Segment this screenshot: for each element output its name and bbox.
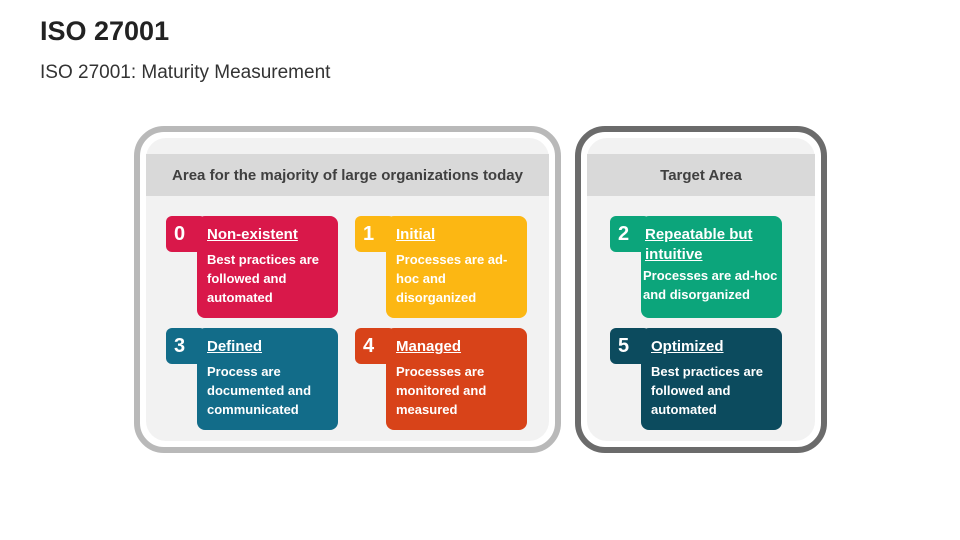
slide-title: ISO 27001 (40, 16, 170, 46)
level-description-2: Processes are ad-hoc and disorganized (643, 268, 778, 302)
level-title-2: Repeatable but intuitive (645, 226, 753, 263)
level-number-1: 1 (355, 216, 395, 252)
target-area-panel: Target Area 2 Repeatable but intuitive P… (575, 126, 827, 453)
level-number-3: 3 (166, 328, 206, 364)
maturity-card-5: 5 Optimized Best practices are followed … (610, 328, 782, 430)
level-description-0: Best practices are followed and automate… (207, 252, 320, 305)
level-description-5: Best practices are followed and automate… (651, 364, 764, 417)
target-area-header: Target Area (587, 154, 815, 196)
maturity-card-0: 0 Non-existent Best practices are follow… (166, 216, 338, 318)
current-area-panel: Area for the majority of large organizat… (134, 126, 561, 453)
level-number-5: 5 (610, 328, 650, 364)
level-title-1: Initial (396, 226, 436, 243)
level-description-4: Processes are monitored and measured (396, 364, 487, 417)
level-description-1: Processes are ad-hoc and disorganized (396, 252, 508, 305)
level-title-3: Defined (207, 338, 263, 355)
maturity-card-4: 4 Managed Processes are monitored and me… (355, 328, 527, 430)
level-number-0: 0 (166, 216, 206, 252)
maturity-card-3: 3 Defined Process are documented and com… (166, 328, 338, 430)
current-area-header: Area for the majority of large organizat… (146, 154, 549, 196)
level-title-5: Optimized (651, 338, 724, 355)
level-number-2: 2 (610, 216, 650, 252)
maturity-card-2: 2 Repeatable but intuitive Processes are… (610, 216, 782, 318)
level-title-0: Non-existent (207, 226, 298, 243)
slide-subtitle: ISO 27001: Maturity Measurement (40, 62, 331, 83)
maturity-card-1: 1 Initial Processes are ad-hoc and disor… (355, 216, 527, 318)
level-number-4: 4 (355, 328, 395, 364)
level-title-4: Managed (396, 338, 462, 355)
level-description-3: Process are documented and communicated (207, 364, 312, 417)
